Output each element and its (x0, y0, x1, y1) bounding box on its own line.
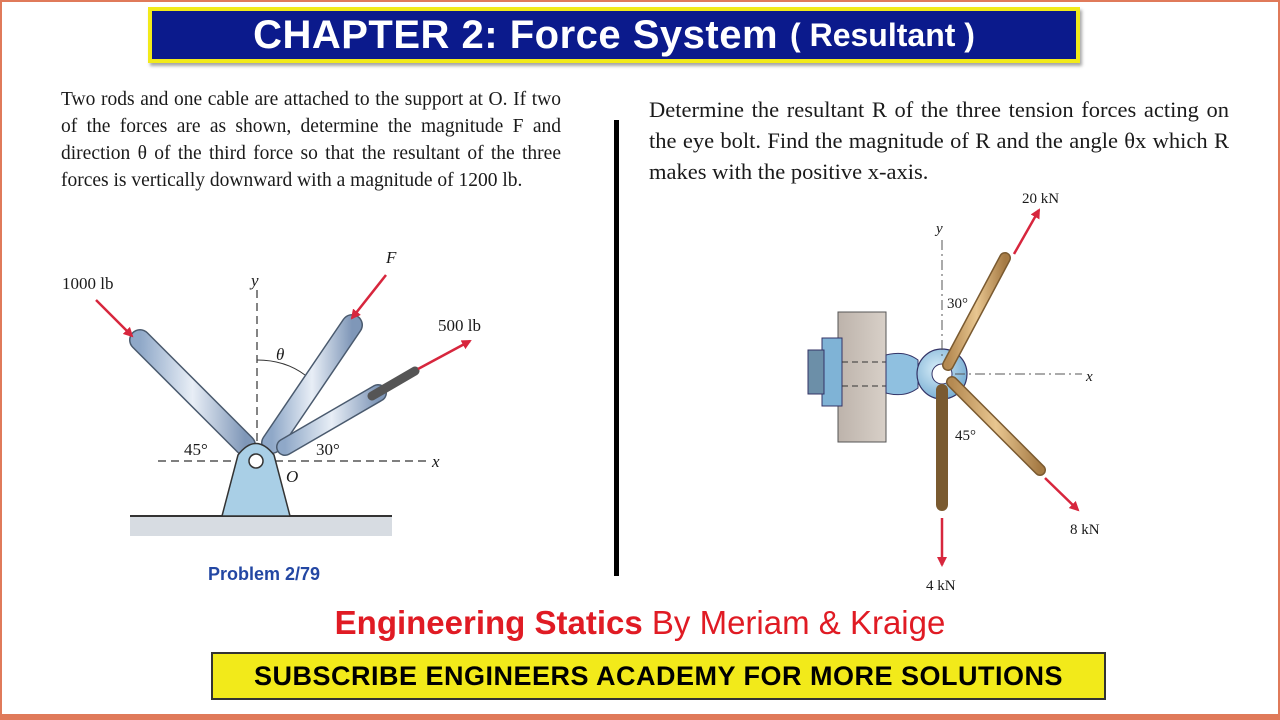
pin-icon (248, 453, 264, 469)
label-500lb: 500 lb (438, 316, 481, 335)
label-1000lb: 1000 lb (62, 274, 113, 293)
ground-hatch (130, 516, 392, 536)
bolt-shank (885, 352, 919, 396)
support-bracket (221, 442, 291, 517)
label-45deg: 45° (184, 440, 208, 459)
problem-left-diagram: 1000 lb 500 lb F y x θ 45° 30° O (62, 248, 481, 536)
label-x-axis: x (431, 452, 440, 471)
label-30deg: 30° (316, 440, 340, 459)
label-20kn: 20 kN (1022, 191, 1059, 207)
wall-block (837, 311, 887, 443)
label-f: F (385, 248, 397, 267)
arrow-500lb (417, 339, 472, 371)
chapter-title-banner: CHAPTER 2: Force System ( Resultant ) (148, 7, 1080, 63)
label-theta: θ (276, 345, 284, 364)
label-45deg: 45° (955, 428, 976, 444)
rod-middle (261, 314, 363, 454)
book-title: Engineering Statics (334, 604, 643, 641)
label-4kn: 4 kN (926, 578, 956, 594)
label-origin: O (286, 467, 298, 486)
bolt-end-icon (807, 349, 825, 395)
theta-arc (256, 359, 306, 376)
problem-right-diagram: 20 kN 8 kN 4 kN y x 30° 45° (807, 191, 1100, 594)
problem-right-text: Determine the resultant R of the three t… (649, 97, 1229, 184)
rod-left (129, 329, 256, 456)
problem-left-text: Two rods and one cable are attached to t… (61, 89, 561, 191)
arrow-20kn (1012, 208, 1041, 255)
column-divider (614, 120, 619, 576)
arrow-8kn (1044, 477, 1080, 512)
label-8kn: 8 kN (1070, 522, 1100, 538)
label-y-axis: y (934, 221, 943, 237)
book-credit: Engineering Statics By Meriam & Kraige (0, 604, 1280, 642)
problem-caption: Problem 2/79 (208, 564, 321, 584)
label-y-axis: y (249, 271, 259, 290)
nut-icon (821, 337, 843, 407)
arrow-1000lb (95, 299, 134, 338)
chapter-subtitle: ( Resultant ) (790, 16, 975, 53)
chapter-title: CHAPTER 2: Force System (253, 12, 779, 57)
arrow-f (350, 274, 387, 320)
subscribe-text: SUBSCRIBE ENGINEERS ACADEMY FOR MORE SOL… (253, 660, 1064, 691)
label-30deg: 30° (947, 296, 968, 312)
book-authors: By Meriam & Kraige (651, 604, 946, 641)
cable-right (276, 366, 420, 456)
subscribe-banner: SUBSCRIBE ENGINEERS ACADEMY FOR MORE SOL… (211, 652, 1106, 700)
label-x-axis: x (1085, 369, 1093, 385)
